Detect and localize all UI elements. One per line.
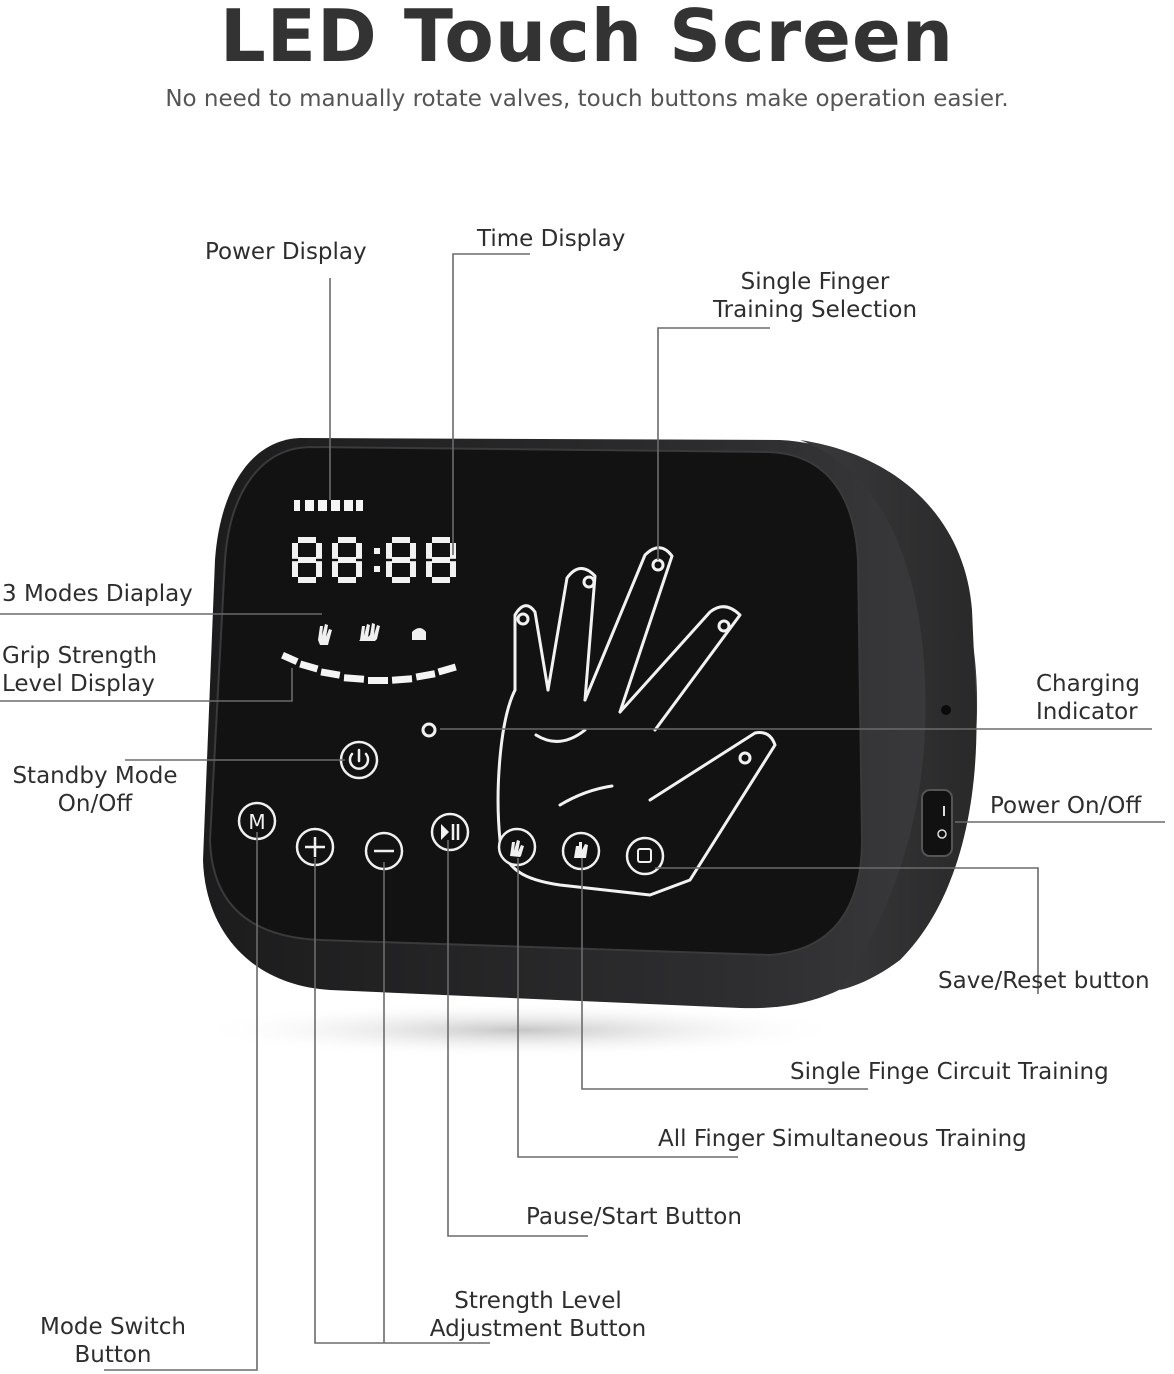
callout-single-finger-line2: Training Selection	[712, 297, 918, 323]
digit-segment	[386, 543, 392, 559]
digit-segment	[338, 557, 356, 563]
digit-segment	[332, 543, 338, 559]
play-pause-icon	[441, 824, 449, 840]
callout-modes-display: 3 Modes Diaplay	[2, 581, 193, 607]
callout-strength-line1: Strength Level	[454, 1288, 622, 1314]
device-shadow	[190, 1002, 850, 1058]
callout-pause-start: Pause/Start Button	[526, 1204, 742, 1230]
digit-segment	[292, 543, 298, 559]
colon-dot	[374, 548, 380, 554]
digit-segment	[316, 561, 322, 577]
leader-all-finger	[517, 858, 738, 1158]
callout-standby: Standby Mode On/Off	[2, 762, 188, 818]
power-icon	[348, 752, 370, 770]
digit-segment	[356, 561, 362, 577]
leader-grip-strength	[0, 668, 293, 702]
digit-segment	[386, 561, 392, 577]
callout-strength-line2: Adjustment Button	[429, 1316, 647, 1342]
hand-outline-graphic	[496, 546, 777, 897]
callout-grip-line2: Level Display	[2, 671, 155, 697]
mode-switch-label: M	[248, 810, 265, 834]
single-finger-circuit-button[interactable]	[561, 831, 601, 871]
leader-mode-switch	[104, 832, 258, 1371]
digit-segment	[392, 557, 410, 563]
digit-segment	[410, 561, 416, 577]
callout-mode-switch: Mode Switch Button	[28, 1313, 198, 1369]
fist-icon	[574, 842, 588, 858]
digit-segment	[426, 561, 432, 577]
callout-charging-line1: Charging	[1036, 671, 1140, 697]
single-hand-mode-icon	[318, 624, 332, 645]
digit-segment	[338, 537, 356, 543]
finger-dot-index[interactable]	[717, 619, 731, 633]
save-reset-button[interactable]	[625, 836, 665, 876]
finger-dot-ring[interactable]	[582, 575, 596, 589]
both-hands-mode-icon	[359, 623, 380, 641]
digit-segment	[432, 537, 450, 543]
digit-segment	[392, 577, 410, 583]
leader-single-finge-circuit	[581, 858, 868, 1090]
leader-single-finger	[657, 327, 770, 560]
power-rocker-switch[interactable]	[921, 789, 953, 857]
digit-segment	[332, 561, 338, 577]
hand-grip-icon	[510, 840, 524, 857]
callout-single-finger: Single Finger Training Selection	[700, 268, 930, 324]
grip-strength-level-display	[281, 652, 457, 684]
callout-power-onoff: Power On/Off	[990, 793, 1142, 819]
finger-selection-dots[interactable]	[516, 558, 752, 765]
digit-segment	[432, 577, 450, 583]
leader-lines	[0, 253, 1165, 1371]
callout-grip-strength: Grip Strength Level Display	[2, 642, 157, 698]
callout-power-display: Power Display	[205, 239, 367, 265]
callout-charging: Charging Indicator	[1036, 670, 1140, 726]
callout-grip-line1: Grip Strength	[2, 643, 158, 669]
digit-segment	[392, 537, 410, 543]
colon-dot	[374, 566, 380, 572]
callout-save-reset: Save/Reset button	[938, 968, 1150, 994]
callout-time-display: Time Display	[477, 226, 626, 252]
charging-indicator-led	[421, 722, 437, 738]
page-title: LED Touch Screen	[219, 0, 955, 78]
digit-segment	[298, 577, 316, 583]
callout-standby-line2: On/Off	[57, 791, 133, 817]
touch-screen-panel	[208, 445, 864, 957]
callout-mode-switch-line1: Mode Switch	[39, 1314, 187, 1340]
pause-start-button[interactable]	[430, 812, 470, 852]
leader-time-display	[452, 253, 530, 555]
finger-dot-pinky[interactable]	[516, 612, 530, 626]
finger-dot-thumb[interactable]	[738, 751, 752, 765]
digit-segment	[298, 557, 316, 563]
mode-icons	[318, 623, 426, 645]
digit-segment	[410, 543, 416, 559]
callout-all-finger: All Finger Simultaneous Training	[658, 1126, 1027, 1152]
switch-off-mark	[937, 829, 947, 839]
time-display	[292, 537, 456, 583]
leader-strength-level	[314, 858, 490, 1344]
callout-mode-switch-line2: Button	[74, 1342, 152, 1368]
digit-segment	[338, 577, 356, 583]
digit-segment	[298, 537, 316, 543]
callout-standby-line1: Standby Mode	[12, 763, 178, 789]
charging-port-icon	[941, 705, 951, 715]
digit-segment	[450, 561, 456, 577]
digit-segment	[426, 543, 432, 559]
power-display	[294, 500, 363, 511]
callout-strength-level: Strength Level Adjustment Button	[412, 1287, 664, 1343]
fist-mode-icon	[412, 628, 426, 640]
callout-single-finger-line1: Single Finger	[740, 269, 890, 295]
leader-pause-start	[447, 840, 588, 1237]
leader-save-reset	[655, 867, 1039, 994]
digit-segment	[316, 543, 322, 559]
digit-segment	[292, 561, 298, 577]
digit-segment	[356, 543, 362, 559]
page-subtitle: No need to manually rotate valves, touch…	[165, 86, 1009, 112]
save-reset-icon	[637, 848, 652, 863]
all-finger-training-button[interactable]	[497, 827, 537, 867]
digit-segment	[432, 557, 450, 563]
callout-charging-line2: Indicator	[1036, 699, 1138, 725]
callout-single-finge-circuit: Single Finge Circuit Training	[790, 1059, 1109, 1085]
